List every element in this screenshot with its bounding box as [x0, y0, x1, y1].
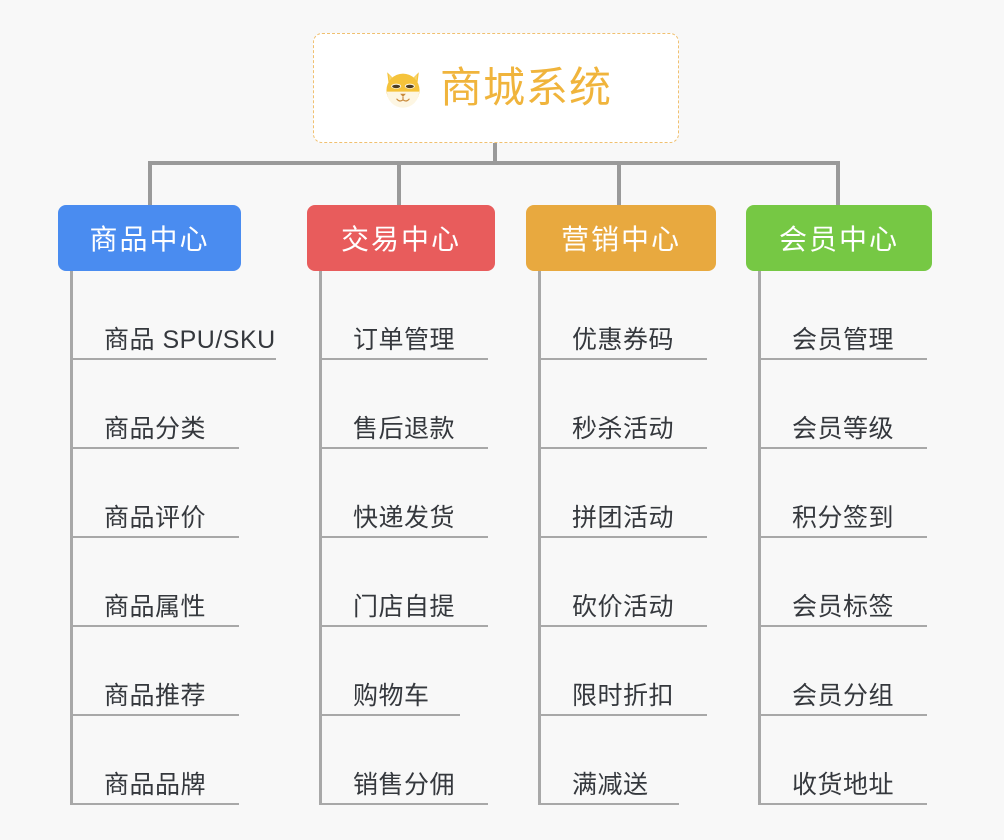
connector-drop-1 — [148, 161, 152, 208]
list-item[interactable]: 销售分佣 — [322, 716, 527, 805]
leaf-label: 快递发货 — [353, 504, 456, 533]
list-item[interactable]: 会员管理 — [761, 271, 966, 360]
leaf-label: 门店自提 — [353, 593, 456, 622]
root-node[interactable]: 商城系统 — [313, 33, 679, 143]
leaf-label: 商品评价 — [104, 504, 207, 533]
category-header-marketing-center[interactable]: 营销中心 — [526, 205, 716, 271]
list-item[interactable]: 砍价活动 — [541, 538, 746, 627]
connector-horizontal-bus — [148, 161, 840, 165]
leaf-label: 满减送 — [572, 771, 649, 800]
list-item[interactable]: 商品属性 — [73, 538, 278, 627]
leaf-label: 会员等级 — [792, 415, 895, 444]
leaf-label: 会员标签 — [792, 593, 895, 622]
list-item[interactable]: 会员等级 — [761, 360, 966, 449]
leaf-label: 限时折扣 — [572, 682, 675, 711]
list-item[interactable]: 商品推荐 — [73, 627, 278, 716]
shiba-dog-face-icon — [380, 65, 426, 111]
category-column-marketing-center: 营销中心 优惠券码 秒杀活动 拼团活动 砍价活动 限时折扣 满减送 — [526, 205, 746, 805]
leaf-label: 秒杀活动 — [572, 415, 675, 444]
list-item[interactable]: 优惠券码 — [541, 271, 746, 360]
category-header-label: 营销中心 — [560, 224, 681, 255]
leaf-label: 商品推荐 — [104, 682, 207, 711]
leaf-label: 优惠券码 — [572, 326, 675, 355]
leaf-list-member-center: 会员管理 会员等级 积分签到 会员标签 会员分组 收货地址 — [758, 271, 966, 805]
leaf-label: 砍价活动 — [572, 593, 675, 622]
leaf-label: 商品品牌 — [104, 771, 207, 800]
list-item[interactable]: 订单管理 — [322, 271, 527, 360]
list-item[interactable]: 快递发货 — [322, 449, 527, 538]
leaf-label: 销售分佣 — [353, 771, 456, 800]
list-item[interactable]: 门店自提 — [322, 538, 527, 627]
list-item[interactable]: 商品评价 — [73, 449, 278, 538]
connector-drop-4 — [836, 161, 840, 208]
list-item[interactable]: 购物车 — [322, 627, 527, 716]
list-item[interactable]: 秒杀活动 — [541, 360, 746, 449]
leaf-label: 拼团活动 — [572, 504, 675, 533]
leaf-label: 商品分类 — [104, 415, 207, 444]
leaf-list-product-center: 商品 SPU/SKU 商品分类 商品评价 商品属性 商品推荐 商品品牌 — [70, 271, 278, 805]
root-title: 商城系统 — [439, 64, 612, 111]
connector-root-stem — [493, 143, 497, 164]
leaf-label: 订单管理 — [353, 326, 456, 355]
list-item[interactable]: 商品 SPU/SKU — [73, 271, 278, 360]
list-item[interactable]: 售后退款 — [322, 360, 527, 449]
category-column-product-center: 商品中心 商品 SPU/SKU 商品分类 商品评价 商品属性 商品推荐 商品品牌 — [58, 205, 278, 805]
leaf-label: 商品 SPU/SKU — [104, 326, 276, 355]
leaf-label: 会员管理 — [792, 326, 895, 355]
list-item[interactable]: 满减送 — [541, 716, 746, 805]
category-header-label: 交易中心 — [340, 224, 461, 255]
leaf-label: 商品属性 — [104, 593, 207, 622]
category-header-label: 商品中心 — [89, 224, 210, 255]
list-item[interactable]: 积分签到 — [761, 449, 966, 538]
connector-drop-3 — [617, 161, 621, 208]
leaf-label: 积分签到 — [792, 504, 895, 533]
leaf-list-trade-center: 订单管理 售后退款 快递发货 门店自提 购物车 销售分佣 — [319, 271, 527, 805]
leaf-label: 会员分组 — [792, 682, 895, 711]
category-header-trade-center[interactable]: 交易中心 — [307, 205, 495, 271]
category-column-trade-center: 交易中心 订单管理 售后退款 快递发货 门店自提 购物车 销售分佣 — [307, 205, 527, 805]
list-item[interactable]: 收货地址 — [761, 716, 966, 805]
leaf-label: 购物车 — [353, 682, 430, 711]
leaf-label: 售后退款 — [353, 415, 456, 444]
connector-drop-2 — [397, 161, 401, 208]
category-column-member-center: 会员中心 会员管理 会员等级 积分签到 会员标签 会员分组 收货地址 — [746, 205, 966, 805]
leaf-label: 收货地址 — [792, 771, 895, 800]
list-item[interactable]: 商品品牌 — [73, 716, 278, 805]
list-item[interactable]: 会员标签 — [761, 538, 966, 627]
list-item[interactable]: 会员分组 — [761, 627, 966, 716]
leaf-list-marketing-center: 优惠券码 秒杀活动 拼团活动 砍价活动 限时折扣 满减送 — [538, 271, 746, 805]
category-header-product-center[interactable]: 商品中心 — [58, 205, 241, 271]
category-header-label: 会员中心 — [778, 224, 899, 255]
list-item[interactable]: 商品分类 — [73, 360, 278, 449]
category-header-member-center[interactable]: 会员中心 — [746, 205, 932, 271]
list-item[interactable]: 拼团活动 — [541, 449, 746, 538]
list-item[interactable]: 限时折扣 — [541, 627, 746, 716]
